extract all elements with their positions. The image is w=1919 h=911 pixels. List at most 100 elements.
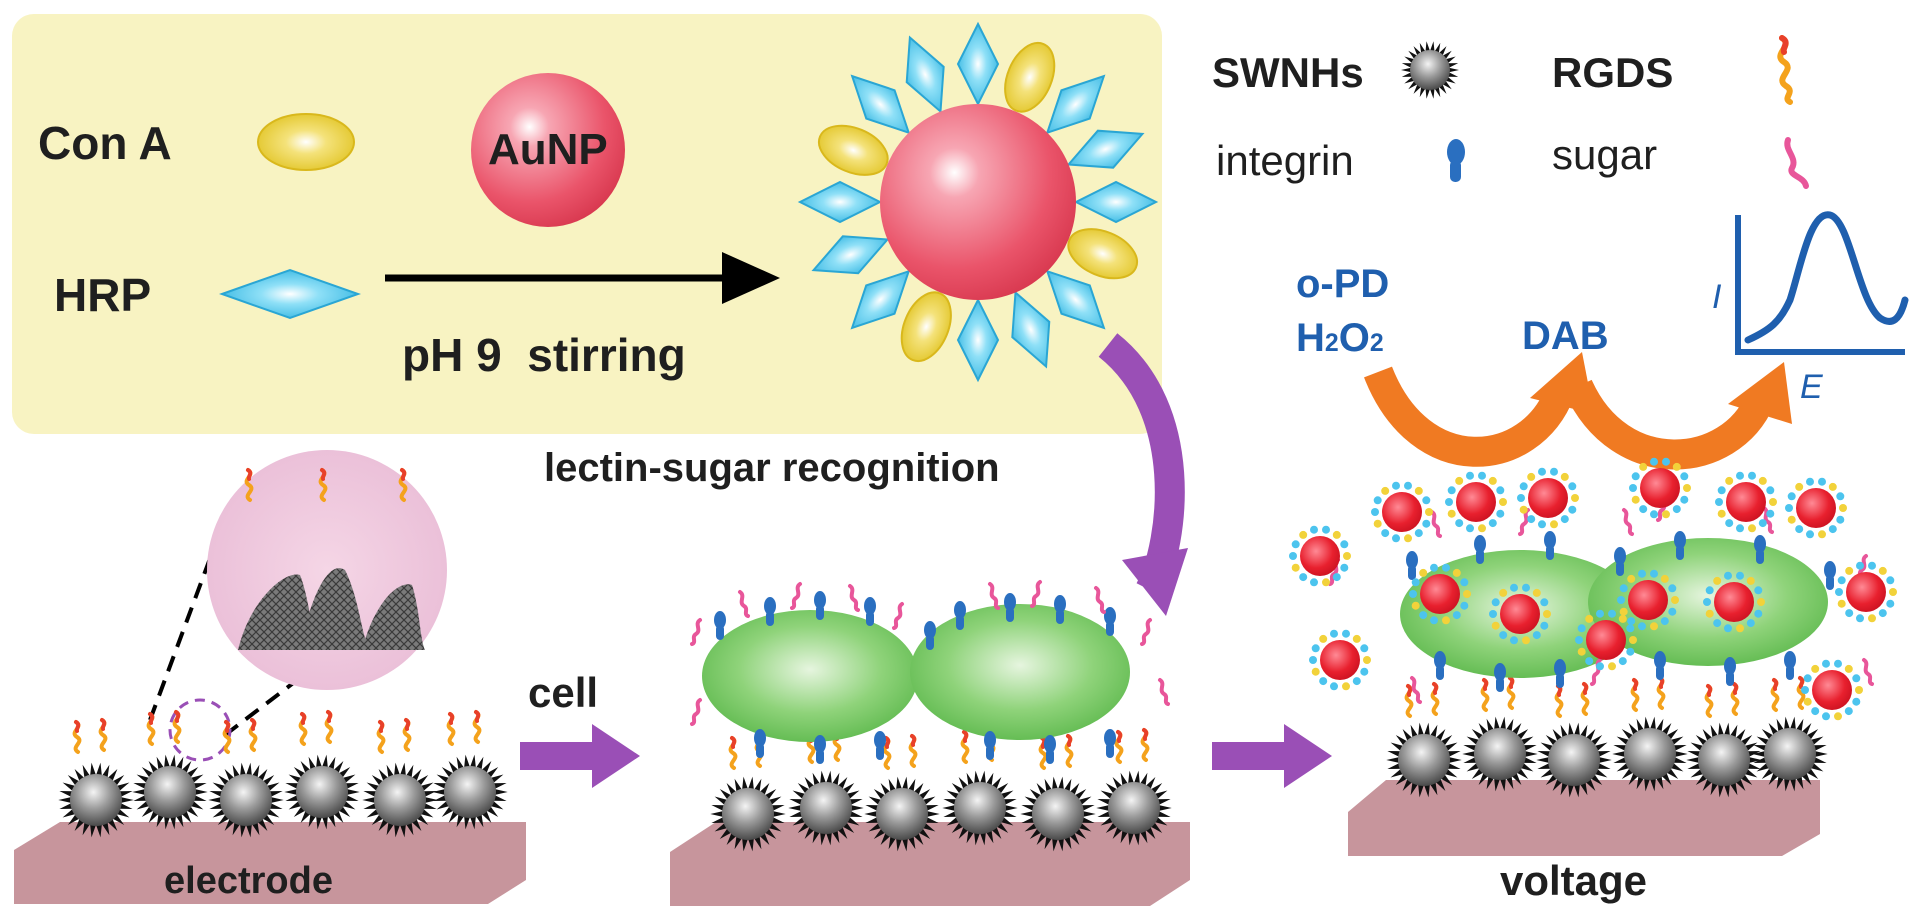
process-arrow-1 — [520, 724, 640, 788]
swnh-particle — [1686, 722, 1762, 798]
swnh-particle — [788, 770, 864, 846]
aunp-label: AuNP — [488, 125, 608, 174]
integrin-marker — [1054, 595, 1066, 624]
hrp-molecule — [1066, 129, 1145, 169]
integrin-marker — [1674, 531, 1686, 560]
aunp-conjugate-small — [1289, 525, 1351, 587]
voltammogram-axes — [1735, 215, 1905, 355]
swnh-particle — [432, 754, 508, 830]
swnh-particle — [1386, 722, 1462, 798]
sugar-chain — [690, 618, 702, 646]
detection-arrow-2-head — [1728, 362, 1792, 424]
sugar-chain — [1094, 586, 1106, 614]
swnh-particle — [284, 754, 360, 830]
integrin-marker — [1544, 531, 1556, 560]
swnh-particle — [1096, 770, 1172, 846]
sugar-chain — [988, 582, 1000, 610]
integrin-marker — [814, 735, 826, 764]
rgds-tip — [1582, 682, 1589, 695]
sugar-chain — [690, 698, 702, 726]
aunp-conjugate-small — [1785, 477, 1847, 539]
con-a-molecule — [1004, 41, 1056, 113]
integrin-label: integrin — [1216, 137, 1354, 184]
rgds-tip — [224, 720, 231, 733]
rgds-tip — [910, 734, 917, 747]
rgds-tip — [1798, 676, 1805, 689]
rgds-tip — [100, 718, 107, 731]
cell-body — [910, 604, 1130, 740]
integrin-marker — [1104, 607, 1116, 636]
rgds-tip — [246, 468, 253, 481]
aunp-conjugate-small — [1409, 563, 1471, 625]
sugar-chain — [892, 602, 904, 630]
electrode-slab-1 — [14, 822, 526, 904]
rgds-tip — [448, 712, 455, 725]
integrin-marker — [814, 591, 826, 620]
con-a-label: Con A — [38, 117, 172, 169]
rgds-tip — [962, 730, 969, 743]
aunp-conjugate-small — [1715, 471, 1777, 533]
cell-label: cell — [528, 669, 599, 716]
aunp-conjugate-small — [1489, 583, 1551, 645]
integrin-marker — [1654, 651, 1666, 680]
integrin-marker — [954, 601, 966, 630]
rgds-tip — [1482, 678, 1489, 691]
sugar-chain — [1518, 508, 1530, 536]
rgds-tip — [1066, 734, 1073, 747]
voltammogram-curve — [1744, 211, 1909, 344]
aunp-conjugate-small — [1309, 629, 1371, 691]
aunp-conjugate-small — [1371, 481, 1433, 543]
rgds-tip — [1040, 736, 1047, 749]
swnh-particle — [864, 776, 940, 852]
voltage-label: voltage — [1500, 857, 1648, 904]
con-a-molecule — [1067, 228, 1139, 280]
sugar-chain — [848, 584, 860, 612]
rgds-tip — [1116, 730, 1123, 743]
swnh-particle — [1612, 716, 1688, 792]
con-a-molecule — [900, 291, 952, 363]
con-a-icon — [257, 113, 355, 171]
voltammogram-inset — [1700, 208, 1910, 390]
axis-i-label: I — [1712, 278, 1722, 316]
rgds-tip — [1406, 684, 1413, 697]
swnh-legend-icon — [1401, 41, 1459, 99]
aunp-conjugate-small — [1801, 659, 1863, 721]
condition-label: pH 9 stirring — [402, 329, 686, 381]
sugar-chain — [1140, 618, 1152, 646]
hrp-molecule — [1011, 290, 1051, 369]
rgds-tip — [148, 712, 155, 725]
integrin-marker — [1406, 551, 1418, 580]
integrin-marker — [1004, 593, 1016, 622]
integrin-marker — [864, 597, 876, 626]
rgds-tip — [300, 712, 307, 725]
h2o2-label: H2O2 — [1296, 316, 1384, 360]
sugar-chain — [1410, 676, 1422, 704]
opd-label: o-PD — [1296, 262, 1390, 306]
rgds-tip — [1732, 682, 1739, 695]
hrp-molecule — [1045, 74, 1106, 135]
sugar-chain — [790, 582, 802, 610]
hrp-label: HRP — [54, 269, 152, 321]
sugar-label: sugar — [1552, 131, 1658, 178]
rgds-tip — [730, 736, 737, 749]
diagram-marks — [58, 457, 1897, 852]
rgds-tip — [74, 720, 81, 733]
sugar-legend-icon — [1784, 137, 1809, 189]
aunp-conjugate-small — [1575, 609, 1637, 671]
swnh-particle — [362, 762, 438, 838]
sugar-chain — [1762, 506, 1774, 534]
hrp-molecule — [1045, 269, 1106, 330]
integrin-marker — [1044, 735, 1056, 764]
surface-zoom-inset — [148, 450, 447, 762]
integrin-marker — [1494, 663, 1506, 692]
detection-arrow-2 — [1564, 379, 1774, 470]
rgds-tip — [474, 710, 481, 723]
swnh-particle — [942, 770, 1018, 846]
rgds-tip — [1772, 678, 1779, 691]
hrp-molecule — [850, 269, 911, 330]
aunp-conjugate-small — [1445, 471, 1507, 533]
electrode-slab-3 — [1348, 780, 1820, 856]
aunp-conjugate-small — [1703, 571, 1765, 633]
